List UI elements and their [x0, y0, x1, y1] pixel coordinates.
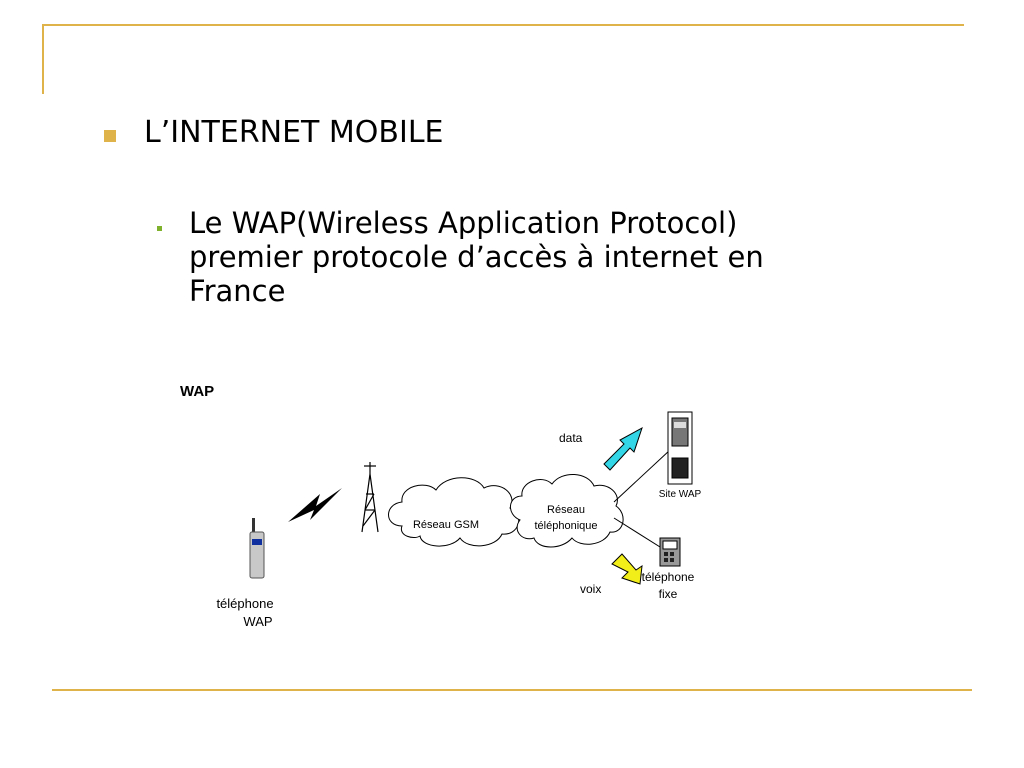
site-wap-label: Site WAP: [659, 489, 702, 500]
voice-label: voix: [580, 582, 601, 596]
subpoint-line-3: France: [189, 274, 286, 308]
slide-heading: L’INTERNET MOBILE: [144, 115, 444, 150]
frame-left-line: [42, 24, 44, 94]
data-label: data: [559, 431, 583, 445]
gsm-cloud: [388, 477, 520, 547]
mobile-phone-icon: [249, 518, 265, 579]
subpoint-line-2: premier protocole d’accès à internet en: [189, 240, 764, 274]
subpoint-text: Le WAP(Wireless Application Protocol) pr…: [189, 206, 889, 308]
diagram-title: WAP: [180, 383, 214, 400]
mobile-label-line-2: WAP: [243, 614, 272, 629]
frame-top-line: [42, 24, 964, 26]
wap-diagram: WAP téléphone WAP Réseau GSM Réseau télé…: [180, 383, 702, 629]
subpoint-line-1: Le WAP(Wireless Application Protocol): [189, 206, 738, 240]
mobile-label-line-1: téléphone: [216, 596, 273, 611]
link-to-phone-line: [613, 517, 669, 553]
telephone-cloud-label-line-1: Réseau: [547, 504, 585, 516]
data-arrow-icon: [603, 426, 643, 471]
link-to-site-line: [613, 449, 671, 503]
frame-bottom-line: [52, 689, 972, 691]
telephone-network-cloud: [510, 474, 624, 548]
antenna-tower-icon: [361, 462, 379, 533]
sub-bullet-icon: [157, 226, 162, 231]
voice-arrow-icon: [611, 553, 643, 585]
server-icon: [667, 411, 693, 485]
lightning-bolt-icon: [288, 488, 342, 522]
fixed-phone-label-line-1: téléphone: [642, 570, 695, 584]
bullet-square-icon: [104, 130, 116, 142]
fixed-phone-label-line-2: fixe: [659, 587, 678, 601]
desk-phone-icon: [659, 537, 681, 567]
telephone-cloud-label-line-2: téléphonique: [534, 520, 597, 532]
gsm-cloud-label: Réseau GSM: [413, 519, 479, 531]
